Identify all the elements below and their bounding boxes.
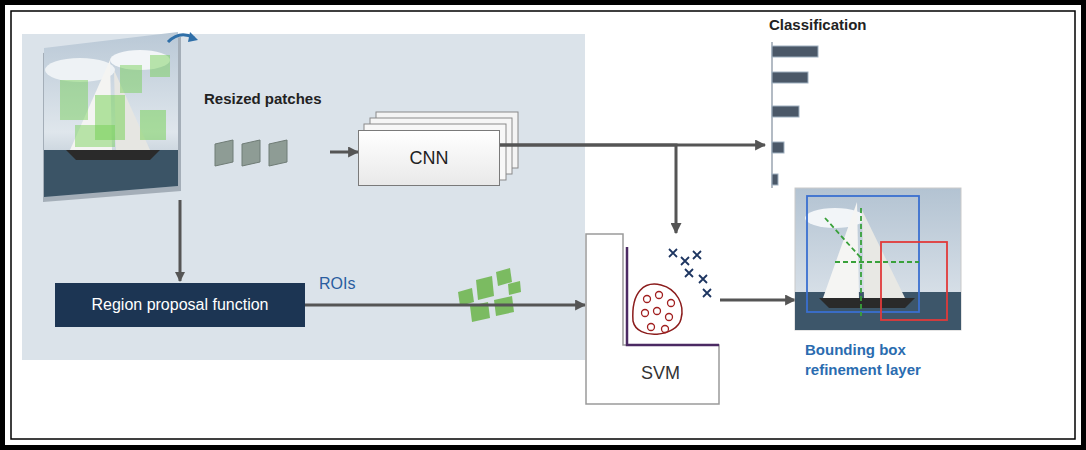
image-to-proposal-arrow xyxy=(179,200,182,281)
polygon-shape xyxy=(819,298,915,308)
outer-frame xyxy=(3,3,1084,448)
node-label: Region proposal function xyxy=(91,296,268,314)
class-cross xyxy=(681,257,689,265)
polygon-shape xyxy=(862,210,905,298)
node-label: CNN xyxy=(410,148,449,169)
class-cross xyxy=(693,251,701,259)
red-box xyxy=(881,242,947,320)
patch xyxy=(242,140,260,166)
class-cross xyxy=(685,269,693,277)
process-box: Region proposal function xyxy=(55,283,305,327)
class-dot xyxy=(648,324,655,331)
node-label: SVM xyxy=(641,363,680,384)
input-image xyxy=(40,30,198,202)
edge-label: ROIs xyxy=(319,275,355,293)
class-dot xyxy=(662,326,669,333)
flow-arrow xyxy=(720,299,795,302)
boat-photo xyxy=(795,188,963,332)
flow-arrow xyxy=(330,151,358,154)
rect-shape xyxy=(795,188,961,330)
class-cross xyxy=(699,275,707,283)
svm-block: SVM xyxy=(585,233,720,405)
inner-frame xyxy=(11,11,1075,439)
svm-shape xyxy=(586,234,719,404)
process-box: CNN xyxy=(358,130,500,186)
flow-arrow xyxy=(500,145,676,233)
blue-box xyxy=(807,196,919,312)
bar-chart: Classification xyxy=(765,14,885,190)
node-label: Classification xyxy=(769,16,867,33)
class-dot xyxy=(668,300,675,307)
patch xyxy=(215,140,233,166)
class-dot xyxy=(666,314,673,321)
node-label: Resized patches xyxy=(204,90,322,107)
patch xyxy=(269,140,287,166)
class-bar xyxy=(772,142,784,153)
patch-group: Resized patches xyxy=(200,88,330,170)
class-cross xyxy=(703,289,711,297)
class-bar xyxy=(772,174,778,185)
shaded-region xyxy=(22,34,585,360)
green-guides xyxy=(825,208,919,316)
class-bars xyxy=(765,14,885,190)
class-cross xyxy=(669,249,677,257)
class-bar xyxy=(772,72,808,83)
node-label: Bounding box refinement layer xyxy=(805,340,955,379)
class-bar xyxy=(772,46,818,57)
roi-patches xyxy=(458,268,521,322)
class-dot xyxy=(642,310,649,317)
output-image: Bounding box refinement layer xyxy=(795,188,963,400)
class-dot xyxy=(654,308,661,315)
class-dot xyxy=(644,296,651,303)
svm-axes xyxy=(627,247,719,345)
class-dot xyxy=(656,292,663,299)
svm-cluster xyxy=(633,284,682,334)
class-bar xyxy=(772,106,799,117)
flow-arrow xyxy=(305,304,585,307)
